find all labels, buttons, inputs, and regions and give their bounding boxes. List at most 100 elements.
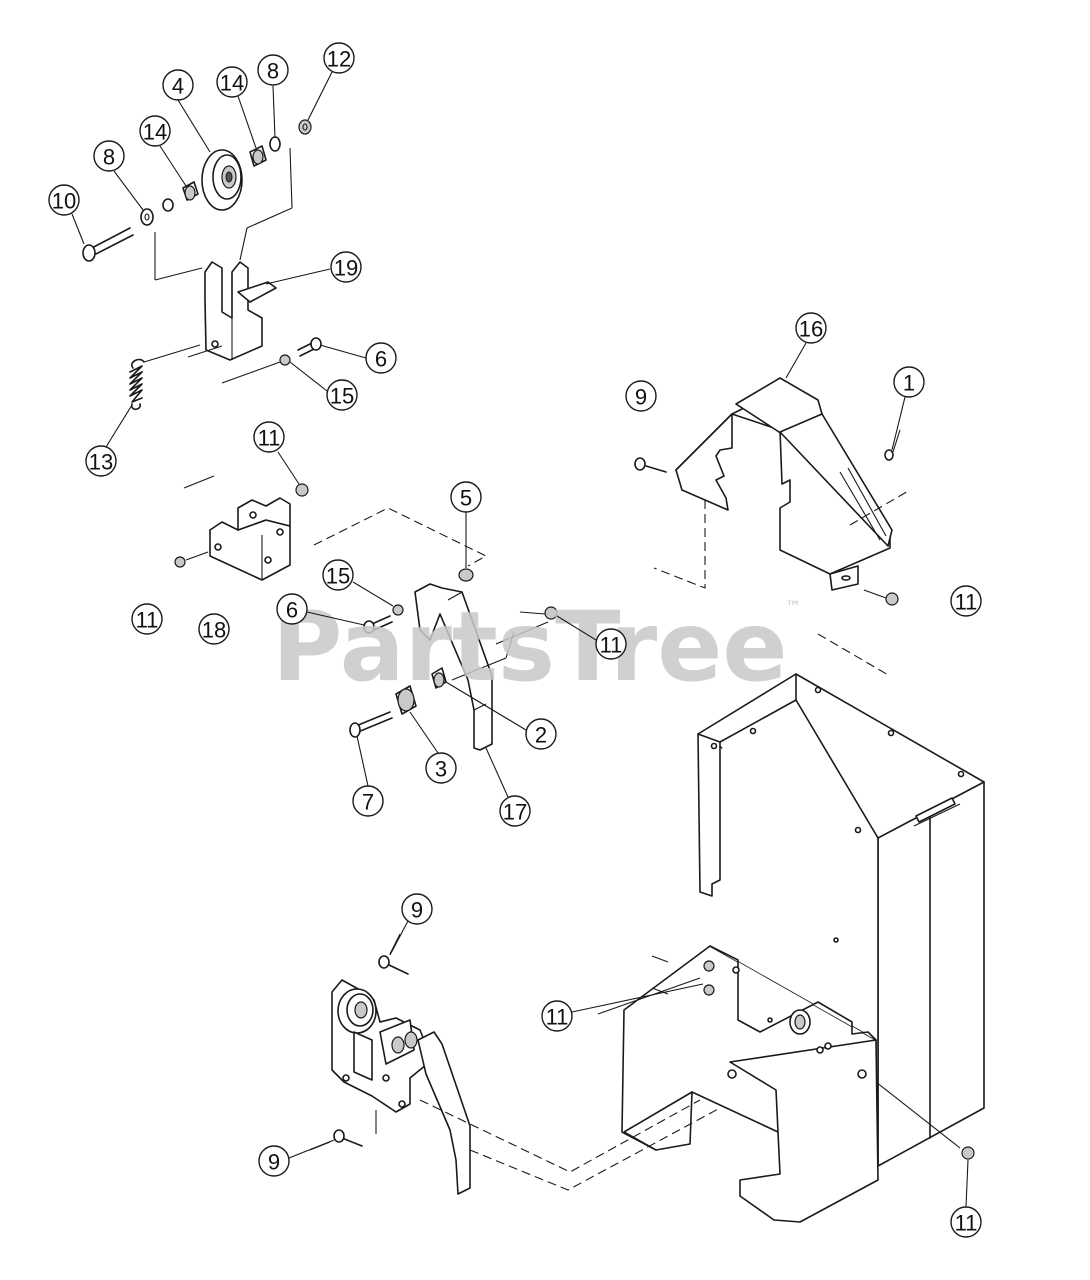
callout-label: 8 [103, 145, 115, 170]
leader-line [352, 581, 394, 607]
washer-part-8-right [269, 136, 281, 152]
pulley-part-4 [201, 149, 243, 211]
callout-part-1: 1 [893, 366, 925, 398]
leader-line [113, 170, 144, 211]
callout-circle [541, 1000, 573, 1032]
callout-circle [352, 785, 384, 817]
nut-part-11-bracket-top [295, 483, 309, 497]
pin-part-2 [431, 667, 447, 689]
callout-label: 11 [600, 633, 623, 658]
callout-circle [162, 69, 194, 101]
leader-line [277, 451, 300, 485]
callout-circle [625, 380, 657, 412]
callout-label: 15 [330, 384, 354, 409]
callout-part-19: 19 [330, 251, 362, 283]
callout-circle [499, 795, 531, 827]
callout-circle [216, 66, 248, 98]
housing-frame [597, 673, 985, 1223]
callout-part-14: 14 [216, 66, 248, 98]
callout-part-5: 5 [450, 481, 482, 513]
callout-part-18: 18 [198, 613, 230, 645]
leader-line [237, 95, 257, 149]
callout-label: 4 [172, 74, 184, 99]
screw-part-9-cover [634, 457, 667, 473]
leader-line [71, 213, 85, 245]
mounting-bracket-part-18 [174, 475, 488, 581]
idler-bracket-part-19 [204, 261, 277, 361]
leader-line [288, 1139, 335, 1159]
callout-circle [323, 42, 355, 74]
washer-small-left [162, 198, 174, 212]
leader-line [306, 611, 365, 626]
callout-circle [330, 251, 362, 283]
callout-circle [253, 421, 285, 453]
callout-label: 11 [955, 590, 978, 615]
leader-line [445, 681, 527, 731]
callout-part-14: 14 [139, 115, 171, 147]
leader-line [409, 711, 439, 754]
leader-line [289, 361, 328, 392]
callout-part-6: 6 [276, 593, 308, 625]
leader-line [785, 342, 807, 379]
spacer-part-14-right [249, 145, 267, 167]
callout-part-11: 11 [950, 585, 982, 617]
callout-label: 3 [435, 757, 447, 782]
callout-label: 13 [89, 450, 113, 475]
callout-label: 11 [258, 426, 281, 451]
callout-circle [950, 1206, 982, 1238]
callout-label: 10 [52, 189, 76, 214]
spring-part-13 [129, 344, 201, 411]
callout-part-12: 12 [323, 42, 355, 74]
callout-label: 7 [362, 790, 374, 815]
idler-lever-part-17 [349, 568, 558, 751]
callout-label: 9 [268, 1150, 280, 1175]
callout-label: 11 [955, 1211, 978, 1236]
callout-label: 2 [535, 723, 547, 748]
leader-line [571, 983, 704, 1013]
callout-label: 11 [546, 1005, 569, 1030]
callout-circle [198, 613, 230, 645]
nut-part-15-lever [392, 604, 404, 616]
callout-label: 9 [411, 898, 423, 923]
callout-label: 14 [220, 71, 244, 96]
callout-part-11: 11 [595, 628, 627, 660]
callout-label: 15 [326, 564, 350, 589]
callout-circle [139, 115, 171, 147]
bolt-part-6-lever [363, 615, 393, 634]
watermark-trademark: ™ [785, 597, 801, 616]
leader-line [272, 85, 276, 139]
nut-part-11-cover [885, 592, 899, 606]
callout-label: 17 [503, 800, 527, 825]
callout-label: 8 [267, 59, 279, 84]
leader-line [307, 71, 333, 121]
callout-circle [893, 366, 925, 398]
callout-label: 1 [903, 371, 915, 396]
callout-circle [595, 628, 627, 660]
callout-label: 11 [136, 608, 159, 633]
bolt-part-6-upper [297, 337, 322, 357]
callout-part-15: 15 [326, 379, 358, 411]
callout-part-2: 2 [525, 718, 557, 750]
watermark-text: PartsTree [272, 591, 787, 703]
leader-line [319, 344, 367, 359]
installed-idler-assembly [309, 933, 721, 1195]
callout-label: 16 [799, 317, 823, 342]
callout-part-9: 9 [401, 893, 433, 925]
idler-pulley-assembly [82, 119, 322, 411]
callout-part-3: 3 [425, 752, 457, 784]
callout-circle [365, 342, 397, 374]
callout-circle [401, 893, 433, 925]
leader-line [891, 396, 906, 451]
screw-part-1-cover [884, 449, 894, 461]
callout-circle [525, 718, 557, 750]
parts-tree-watermark: PartsTree ™ [272, 591, 801, 703]
bolt-part-7 [349, 711, 393, 738]
callout-part-11: 11 [541, 1000, 573, 1032]
leader-line [265, 268, 331, 285]
leader-line [105, 404, 133, 448]
screw-part-9-bottom [333, 1129, 363, 1147]
leader-line [159, 145, 187, 187]
callout-label: 6 [286, 598, 298, 623]
